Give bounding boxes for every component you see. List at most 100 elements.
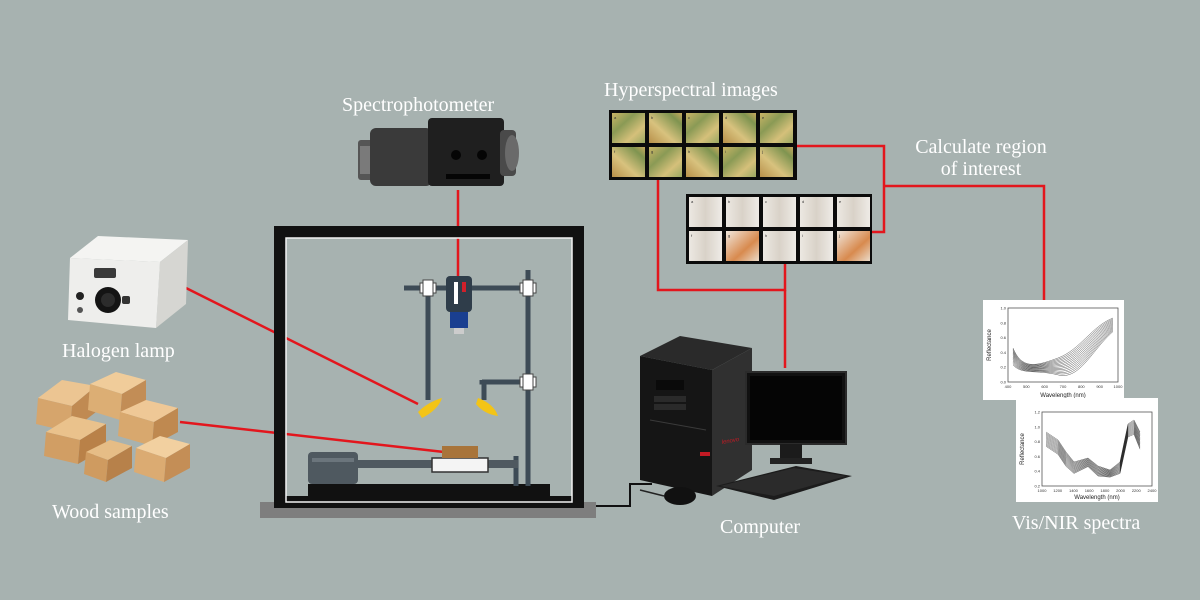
y-tick-label: 0.0 xyxy=(1000,380,1006,385)
spectrophotometer-device xyxy=(358,118,519,186)
raw-tile: e xyxy=(760,113,793,143)
computer-workstation xyxy=(596,336,852,507)
raw-tile: d xyxy=(723,113,756,143)
raw-images-to-roi-label-connector xyxy=(797,144,886,186)
raw-tile-letter: e xyxy=(762,115,765,120)
raw-tile-letter: g xyxy=(651,149,653,154)
x-tick-label: 1600 xyxy=(1085,488,1095,493)
roi-tile-letter: i xyxy=(802,233,803,238)
x-tick-label: 700 xyxy=(1060,384,1067,389)
raw-tile: j xyxy=(760,147,793,177)
raw-tile-letter: j xyxy=(761,149,763,154)
raw-tile-letter: i xyxy=(725,149,726,154)
halogen-lamp-label: Halogen lamp xyxy=(62,340,175,362)
x-tick-label: 2200 xyxy=(1132,488,1142,493)
roi-tile: c xyxy=(763,197,796,227)
spectral-curve xyxy=(1045,428,1141,475)
spectral-curve xyxy=(1045,433,1141,478)
hyperspectral-images-label: Hyperspectral images xyxy=(604,79,778,101)
roi-tile: b xyxy=(726,197,759,227)
raw-tile-letter: c xyxy=(688,115,690,120)
spectral-curve xyxy=(1045,429,1141,476)
roi-tile: g xyxy=(726,231,759,261)
roi-tile: h xyxy=(763,231,796,261)
spectral-curve xyxy=(1012,325,1114,369)
x-tick-label: 2400 xyxy=(1148,488,1158,493)
spectral-curve xyxy=(1012,327,1114,370)
wood-samples-label: Wood samples xyxy=(52,501,169,523)
spectral-curve xyxy=(1045,421,1141,472)
raw-tile: g xyxy=(649,147,682,177)
vis-nir-spectra-label: Vis/NIR spectra xyxy=(1012,512,1141,534)
spectral-curve xyxy=(1012,319,1114,366)
x-tick-label: 500 xyxy=(1023,384,1030,389)
spectral-curve xyxy=(1012,330,1114,375)
x-tick-label: 2000 xyxy=(1116,488,1126,493)
x-tick-label: 1200 xyxy=(1053,488,1063,493)
raw-tile-letter: a xyxy=(614,115,617,120)
spectral-curve xyxy=(1012,318,1114,366)
y-tick-label: 0.4 xyxy=(1034,469,1040,474)
roi-tile-letter: a xyxy=(691,199,694,204)
roi-tile: a xyxy=(689,197,722,227)
plot2-y-axis-label: Reflectance xyxy=(1020,432,1026,464)
hyperspectral-to-roi-connector xyxy=(656,180,787,292)
spectral-curve xyxy=(1045,425,1141,474)
roi-tile: i xyxy=(800,231,833,261)
x-tick-label: 1000 xyxy=(1038,488,1048,493)
spectral-curve xyxy=(1012,321,1114,367)
plot2-spectral-curves xyxy=(1045,419,1141,478)
y-tick-label: 0.8 xyxy=(1034,439,1040,444)
roi-images-connector xyxy=(872,186,886,234)
spectral-curve xyxy=(1012,317,1114,365)
spectral-curve xyxy=(1045,426,1141,474)
raw-tile: f xyxy=(612,147,645,177)
computer-label: Computer xyxy=(720,516,800,538)
y-tick-label: 0.2 xyxy=(1000,365,1006,370)
raw-tile: i xyxy=(723,147,756,177)
imaging-chamber xyxy=(260,226,596,518)
raw-tile: h xyxy=(686,147,719,177)
spectral-curve xyxy=(1045,430,1141,476)
lamp-connector xyxy=(181,284,419,406)
roi-tile: d xyxy=(800,197,833,227)
y-tick-label: 1.0 xyxy=(1034,424,1040,429)
calculate-roi-label: Calculate region of interest xyxy=(900,136,1062,180)
spectra-connector xyxy=(884,184,1046,302)
spectral-curve xyxy=(1045,431,1141,477)
y-tick-label: 0.4 xyxy=(1000,350,1006,355)
raw-tile-letter: f xyxy=(614,149,616,154)
x-tick-label: 600 xyxy=(1041,384,1048,389)
y-tick-label: 1.0 xyxy=(1000,306,1006,311)
sample-connector xyxy=(179,420,445,454)
x-tick-label: 400 xyxy=(1005,384,1012,389)
raw-tile-letter: h xyxy=(688,149,690,154)
spectral-curve xyxy=(1045,427,1141,475)
roi-tile-letter: c xyxy=(765,199,767,204)
roi-tile: j xyxy=(837,231,870,261)
raw-tile: c xyxy=(686,113,719,143)
spectral-curve xyxy=(1012,322,1114,368)
x-tick-label: 800 xyxy=(1078,384,1085,389)
x-tick-label: 1800 xyxy=(1100,488,1110,493)
spectral-curve xyxy=(1045,420,1141,471)
wood-samples-group xyxy=(36,372,190,482)
spectral-curve xyxy=(1012,328,1114,372)
spectral-curve xyxy=(1012,329,1114,373)
plot1-x-axis-label: Wavelength (nm) xyxy=(1040,393,1085,399)
calculate-roi-line2: of interest xyxy=(940,158,1022,180)
y-tick-label: 0.6 xyxy=(1034,454,1040,459)
roi-tile-letter: g xyxy=(728,233,730,238)
roi-tile-letter: h xyxy=(765,233,767,238)
y-tick-label: 0.8 xyxy=(1000,320,1006,325)
spectral-curve xyxy=(1045,424,1141,473)
roi-tile-letter: j xyxy=(838,233,840,238)
roi-tile-letter: d xyxy=(802,199,804,204)
x-tick-label: 1000 xyxy=(1114,384,1124,389)
y-tick-label: 0.2 xyxy=(1034,484,1040,489)
y-tick-label: 0.6 xyxy=(1000,335,1006,340)
spectral-curve xyxy=(1045,432,1141,477)
y-tick-label: 1.2 xyxy=(1034,410,1040,415)
